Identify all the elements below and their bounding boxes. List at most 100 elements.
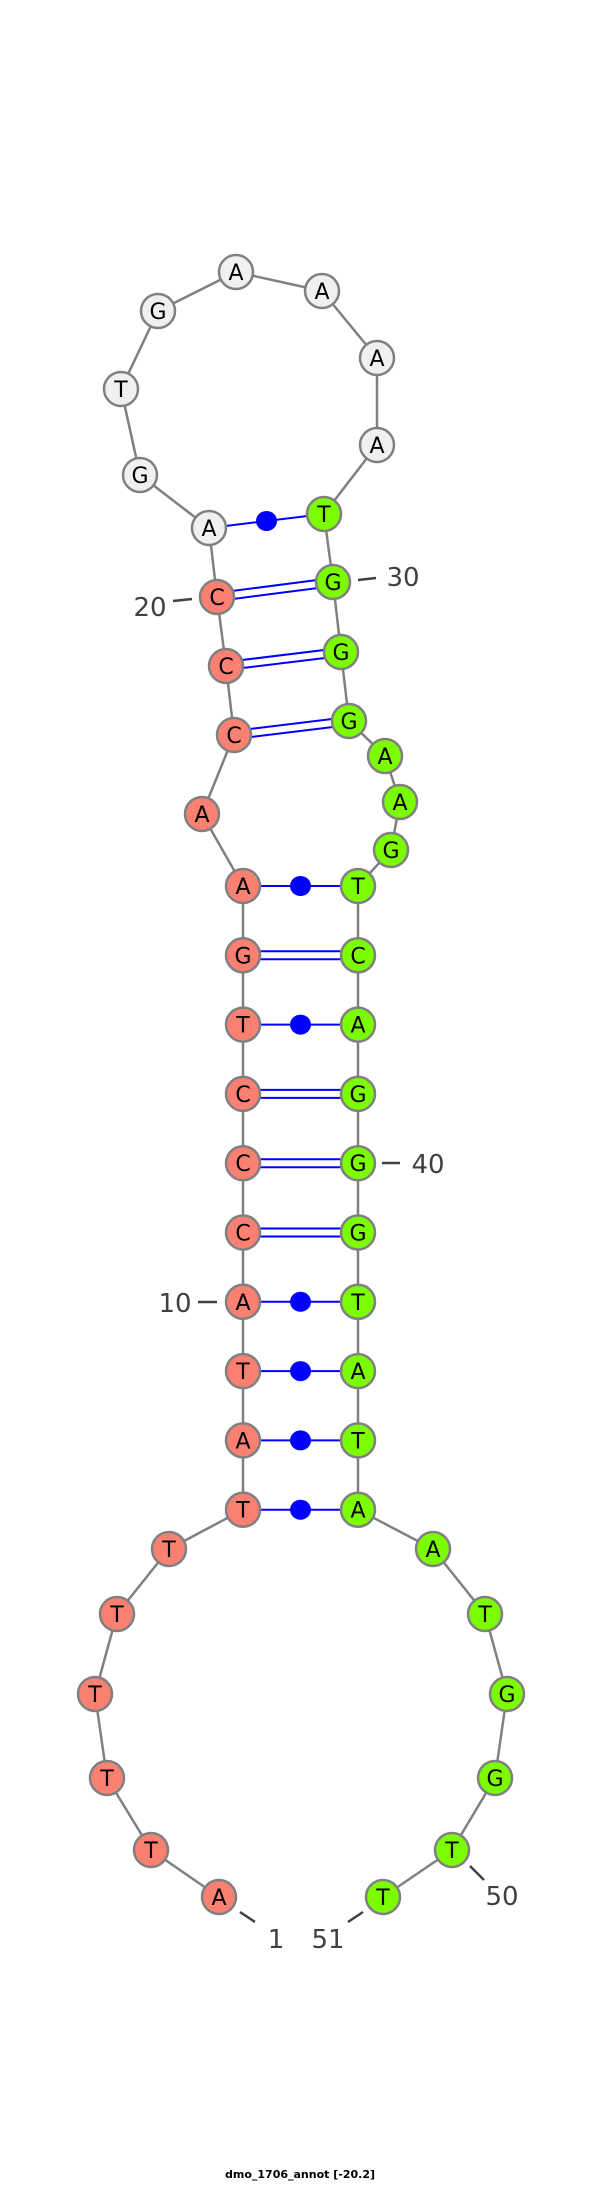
nucleotide-51 (364, 1878, 402, 1916)
nucleotide-letter: C (218, 655, 233, 680)
nucleotide-letter: A (369, 434, 384, 459)
nucleotide-5 (98, 1595, 136, 1633)
nucleotide-letter: G (234, 944, 251, 969)
gc-pair-line (217, 584, 334, 602)
nucleotide-42 (339, 1283, 377, 1321)
nucleotide-18 (215, 716, 253, 754)
position-label-10: 10 (158, 1289, 191, 1319)
nucleotide-8 (224, 1422, 262, 1459)
position-tick (347, 1910, 364, 1924)
position-tick (469, 1865, 485, 1881)
pair-dot (290, 1291, 311, 1312)
nucleotide-26 (303, 272, 341, 310)
gc-pair-line (226, 654, 342, 671)
position-label-50: 50 (485, 1882, 518, 1912)
nucleotide-letter: G (486, 1767, 503, 1792)
nucleotide-letter: A (369, 347, 384, 372)
nucleotide-letter: A (194, 803, 209, 828)
nucleotide-letter: T (350, 875, 365, 900)
nucleotide-letter: A (235, 1429, 250, 1454)
nucleotide-31 (322, 633, 360, 671)
nucleotide-letter: G (349, 1222, 366, 1247)
nucleotide-40 (339, 1144, 377, 1182)
nucleotide-letter: T (87, 1683, 102, 1708)
nucleotide-letter: G (498, 1683, 515, 1708)
nucleotide-letter: G (324, 571, 341, 596)
position-tick (357, 576, 377, 582)
nucleotide-letter: A (235, 1291, 250, 1316)
gc-pair-line (216, 577, 333, 595)
nucleotide-letter: A (425, 1538, 440, 1563)
nucleotide-letter: G (332, 641, 349, 666)
nucleotide-letter: T (350, 1291, 365, 1316)
nucleotide-letter: G (131, 464, 148, 489)
nucleotide-letter: C (350, 944, 365, 969)
nucleotide-9 (224, 1352, 262, 1390)
pair-dot (256, 511, 277, 531)
nucleotide-39 (339, 1075, 377, 1113)
nucleotide-29 (305, 495, 343, 533)
nucleotide-48 (488, 1675, 526, 1713)
pair-dot (290, 1014, 311, 1035)
nucleotide-letter: A (211, 1886, 226, 1911)
nucleotide-letter: A (350, 1014, 365, 1039)
nucleotide-letter: C (209, 586, 224, 611)
nucleotide-letter: A (377, 745, 392, 770)
nucleotide-34 (381, 783, 419, 821)
nucleotide-letter: A (350, 1360, 365, 1385)
nucleotide-6 (150, 1530, 188, 1568)
position-label-40: 40 (411, 1150, 444, 1180)
nucleotide-20 (198, 578, 236, 616)
nucleotide-49 (476, 1759, 514, 1797)
nucleotide-47 (466, 1595, 504, 1633)
nucleotide-13 (224, 1075, 262, 1113)
gc-pair-line (225, 647, 341, 664)
nucleotide-letter: T (375, 1886, 390, 1911)
nucleotide-letter: T (161, 1538, 176, 1563)
nucleotide-letter: T (109, 1603, 124, 1628)
gc-pair-line (234, 723, 350, 740)
nucleotide-letter: T (444, 1839, 459, 1864)
nucleotide-36 (339, 867, 377, 905)
nucleotide-46 (414, 1530, 452, 1568)
nucleotide-19 (207, 647, 245, 685)
nucleotide-letter: A (392, 791, 407, 816)
nucleotide-37 (339, 937, 377, 974)
position-label-51: 51 (311, 1925, 344, 1955)
nucleotide-letter: A (201, 517, 216, 542)
nucleotide-letter: A (235, 875, 250, 900)
nucleotide-letter: T (113, 378, 128, 403)
nucleotide-10 (224, 1283, 262, 1321)
nucleotide-7 (224, 1491, 262, 1528)
nucleotide-23 (102, 370, 140, 408)
pair-dot (290, 876, 311, 896)
nucleotide-24 (139, 292, 177, 330)
nucleotide-25 (217, 253, 255, 291)
nucleotide-letter: A (350, 1499, 365, 1524)
position-label-1: 1 (268, 1925, 285, 1955)
nucleotide-letter: T (99, 1767, 114, 1792)
nucleotide-45 (339, 1491, 377, 1528)
nucleotide-letter: C (235, 1222, 250, 1247)
nucleotide-letter: T (143, 1839, 158, 1864)
nucleotide-letter: T (316, 503, 331, 528)
nucleotide-letter: G (149, 300, 166, 325)
nucleotide-38 (339, 1006, 377, 1043)
nucleotide-4 (76, 1675, 114, 1713)
nucleotide-50 (433, 1831, 471, 1869)
position-label-20: 20 (133, 593, 166, 623)
nucleotide-11 (224, 1214, 262, 1251)
nucleotide-44 (339, 1422, 377, 1459)
nucleotide-letter: G (349, 1083, 366, 1108)
nucleotide-27 (358, 339, 396, 377)
position-tick (172, 597, 193, 603)
nucleotide-14 (224, 1006, 262, 1043)
gc-pair-line (233, 716, 349, 733)
nucleotide-33 (366, 737, 404, 775)
nucleotide-35 (372, 831, 410, 869)
nucleotide-letter: T (477, 1603, 492, 1628)
nucleotide-1 (200, 1878, 238, 1916)
nucleotide-21 (190, 509, 228, 547)
nucleotide-letter: T (235, 1360, 250, 1385)
